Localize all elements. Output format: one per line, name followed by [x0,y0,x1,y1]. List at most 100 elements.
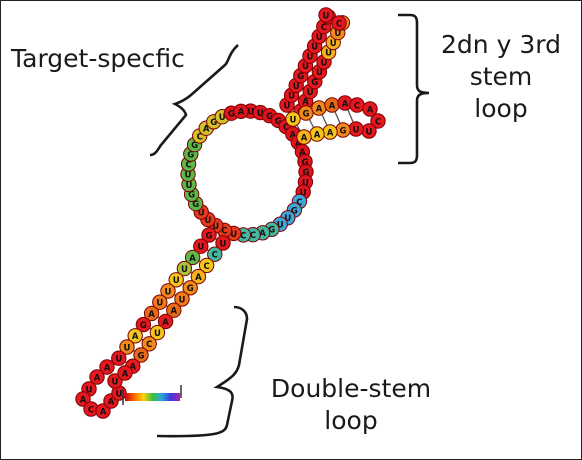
nucleotide [168,272,184,288]
nucleotide-letter: U [321,58,328,68]
nucleotide-letter: G [192,200,199,210]
nucleotide [127,328,143,344]
nucleotide-letter: G [206,231,213,241]
nucleotide-letter: G [138,351,145,361]
nucleotide-letter: G [311,78,318,88]
nucleotide [318,7,334,23]
nucleotide-letter: A [329,101,336,111]
nucleotide-letter: G [266,112,273,122]
nucleotide-letter: U [307,52,314,62]
nucleotide [111,350,127,366]
nucleotide [285,111,301,127]
nucleotide-letter: C [240,231,246,241]
nucleotide-letter: U [330,39,337,49]
nucleotide-letter: U [323,11,330,21]
nucleotide-letter: U [311,43,318,53]
nucleotide-letter: U [154,329,161,339]
nucleotide-letter: U [316,33,323,43]
nucleotide-letter: C [146,340,152,350]
nucleotide-letter: A [203,125,210,135]
nucleotide [182,280,198,296]
nucleotide-letter: G [297,72,304,82]
nucleotide [174,291,190,307]
color-scale-bar [122,385,182,405]
nucleotide-letter: U [204,216,211,226]
nucleotide-letter: U [284,101,291,111]
nucleotide-letter: C [203,262,209,272]
nucleotide-letter: U [115,355,122,365]
nucleotide [75,391,91,407]
nucleotide [193,238,209,254]
nucleotide-letter: C [185,160,191,170]
nucleotide [143,305,160,322]
nucleotide [99,359,115,375]
nucleotide [117,365,133,381]
nucleotide-letter: U [86,385,93,395]
nucleotide [152,294,168,310]
nucleotide-letter: U [112,377,119,387]
nucleotide-letter: A [130,363,137,373]
nucleotide [362,101,378,117]
nucleotide-chain: UUGGCAAAGGUUCGUUGACCUCUUUGGUUCGGCAGUGAUG… [75,7,386,419]
nucleotide-letter: C [321,23,327,33]
double-stem-label-line1: Double-stem [270,374,432,403]
nucleotide-letter: C [212,251,218,261]
nucleotide [89,369,105,385]
nucleotide-letter: C [375,117,381,127]
nucleotide-letter: U [220,239,227,249]
nucleotide-letter: G [340,126,347,136]
nucleotide-letter: C [354,101,360,111]
nucleotide [233,103,249,120]
nucleotide-letter: U [212,222,219,232]
stem-loop-label: 2dn y 3rd stem loop [431,29,571,125]
nucleotide-letter: C [221,227,227,237]
nucleotide-letter: U [302,62,309,72]
nucleotide-letter: U [284,214,291,224]
nucleotide-letter: U [325,49,332,59]
nucleotide-letter: C [283,123,289,133]
nucleotide-letter: C [250,231,256,241]
nucleotide-letter: U [277,221,284,231]
nucleotide [133,347,149,363]
nucleotide [95,403,111,419]
nucleotide-letter: G [291,207,298,217]
nucleotide-letter: A [299,148,306,158]
nucleotide-letter: A [94,373,101,383]
nucleotide-letter: U [300,188,307,198]
nucleotide-letter: U [302,178,309,188]
nucleotide-letter: U [186,181,193,191]
nucleotide-letter: A [314,130,321,140]
nucleotide [141,336,157,352]
nucleotide-letter: A [132,332,139,342]
stem-loop-label-line2: stem [469,62,533,91]
nucleotide-letter: A [238,108,245,118]
nucleotide-letter: U [247,108,254,118]
nucleotide [176,260,193,277]
nucleotide-letter: A [316,104,323,114]
nucleotide-letter: G [303,109,310,119]
double-stem-label-line2: loop [324,406,378,435]
nucleotide-letter: U [307,88,314,98]
nucleotide-letter: U [156,299,163,309]
nucleotide-letter: U [124,343,131,353]
annotation-brackets [149,13,430,438]
nucleotide [166,302,182,318]
nucleotide-letter: A [327,128,334,138]
nucleotide-letter: U [197,243,204,253]
nucleotide-letter: U [293,82,300,92]
target-specific-label: Target-specfic [11,44,185,73]
nucleotide-letter: A [195,273,202,283]
nucleotide [135,316,152,333]
nucleotide-letter: U [185,171,192,181]
nucleotide-letter: A [108,397,115,407]
nucleotide [331,15,347,31]
nucleotide-letter: C [197,132,203,142]
nucleotide [198,257,215,274]
nucleotide-letter: A [122,369,129,379]
nucleotide-letter: A [104,363,111,373]
nucleotide-letter: G [228,110,235,120]
nucleotide-letter: U [257,109,264,119]
nucleotide-letter: A [295,139,302,149]
nucleotide-letter: C [336,19,342,29]
nucleotide [157,313,174,330]
